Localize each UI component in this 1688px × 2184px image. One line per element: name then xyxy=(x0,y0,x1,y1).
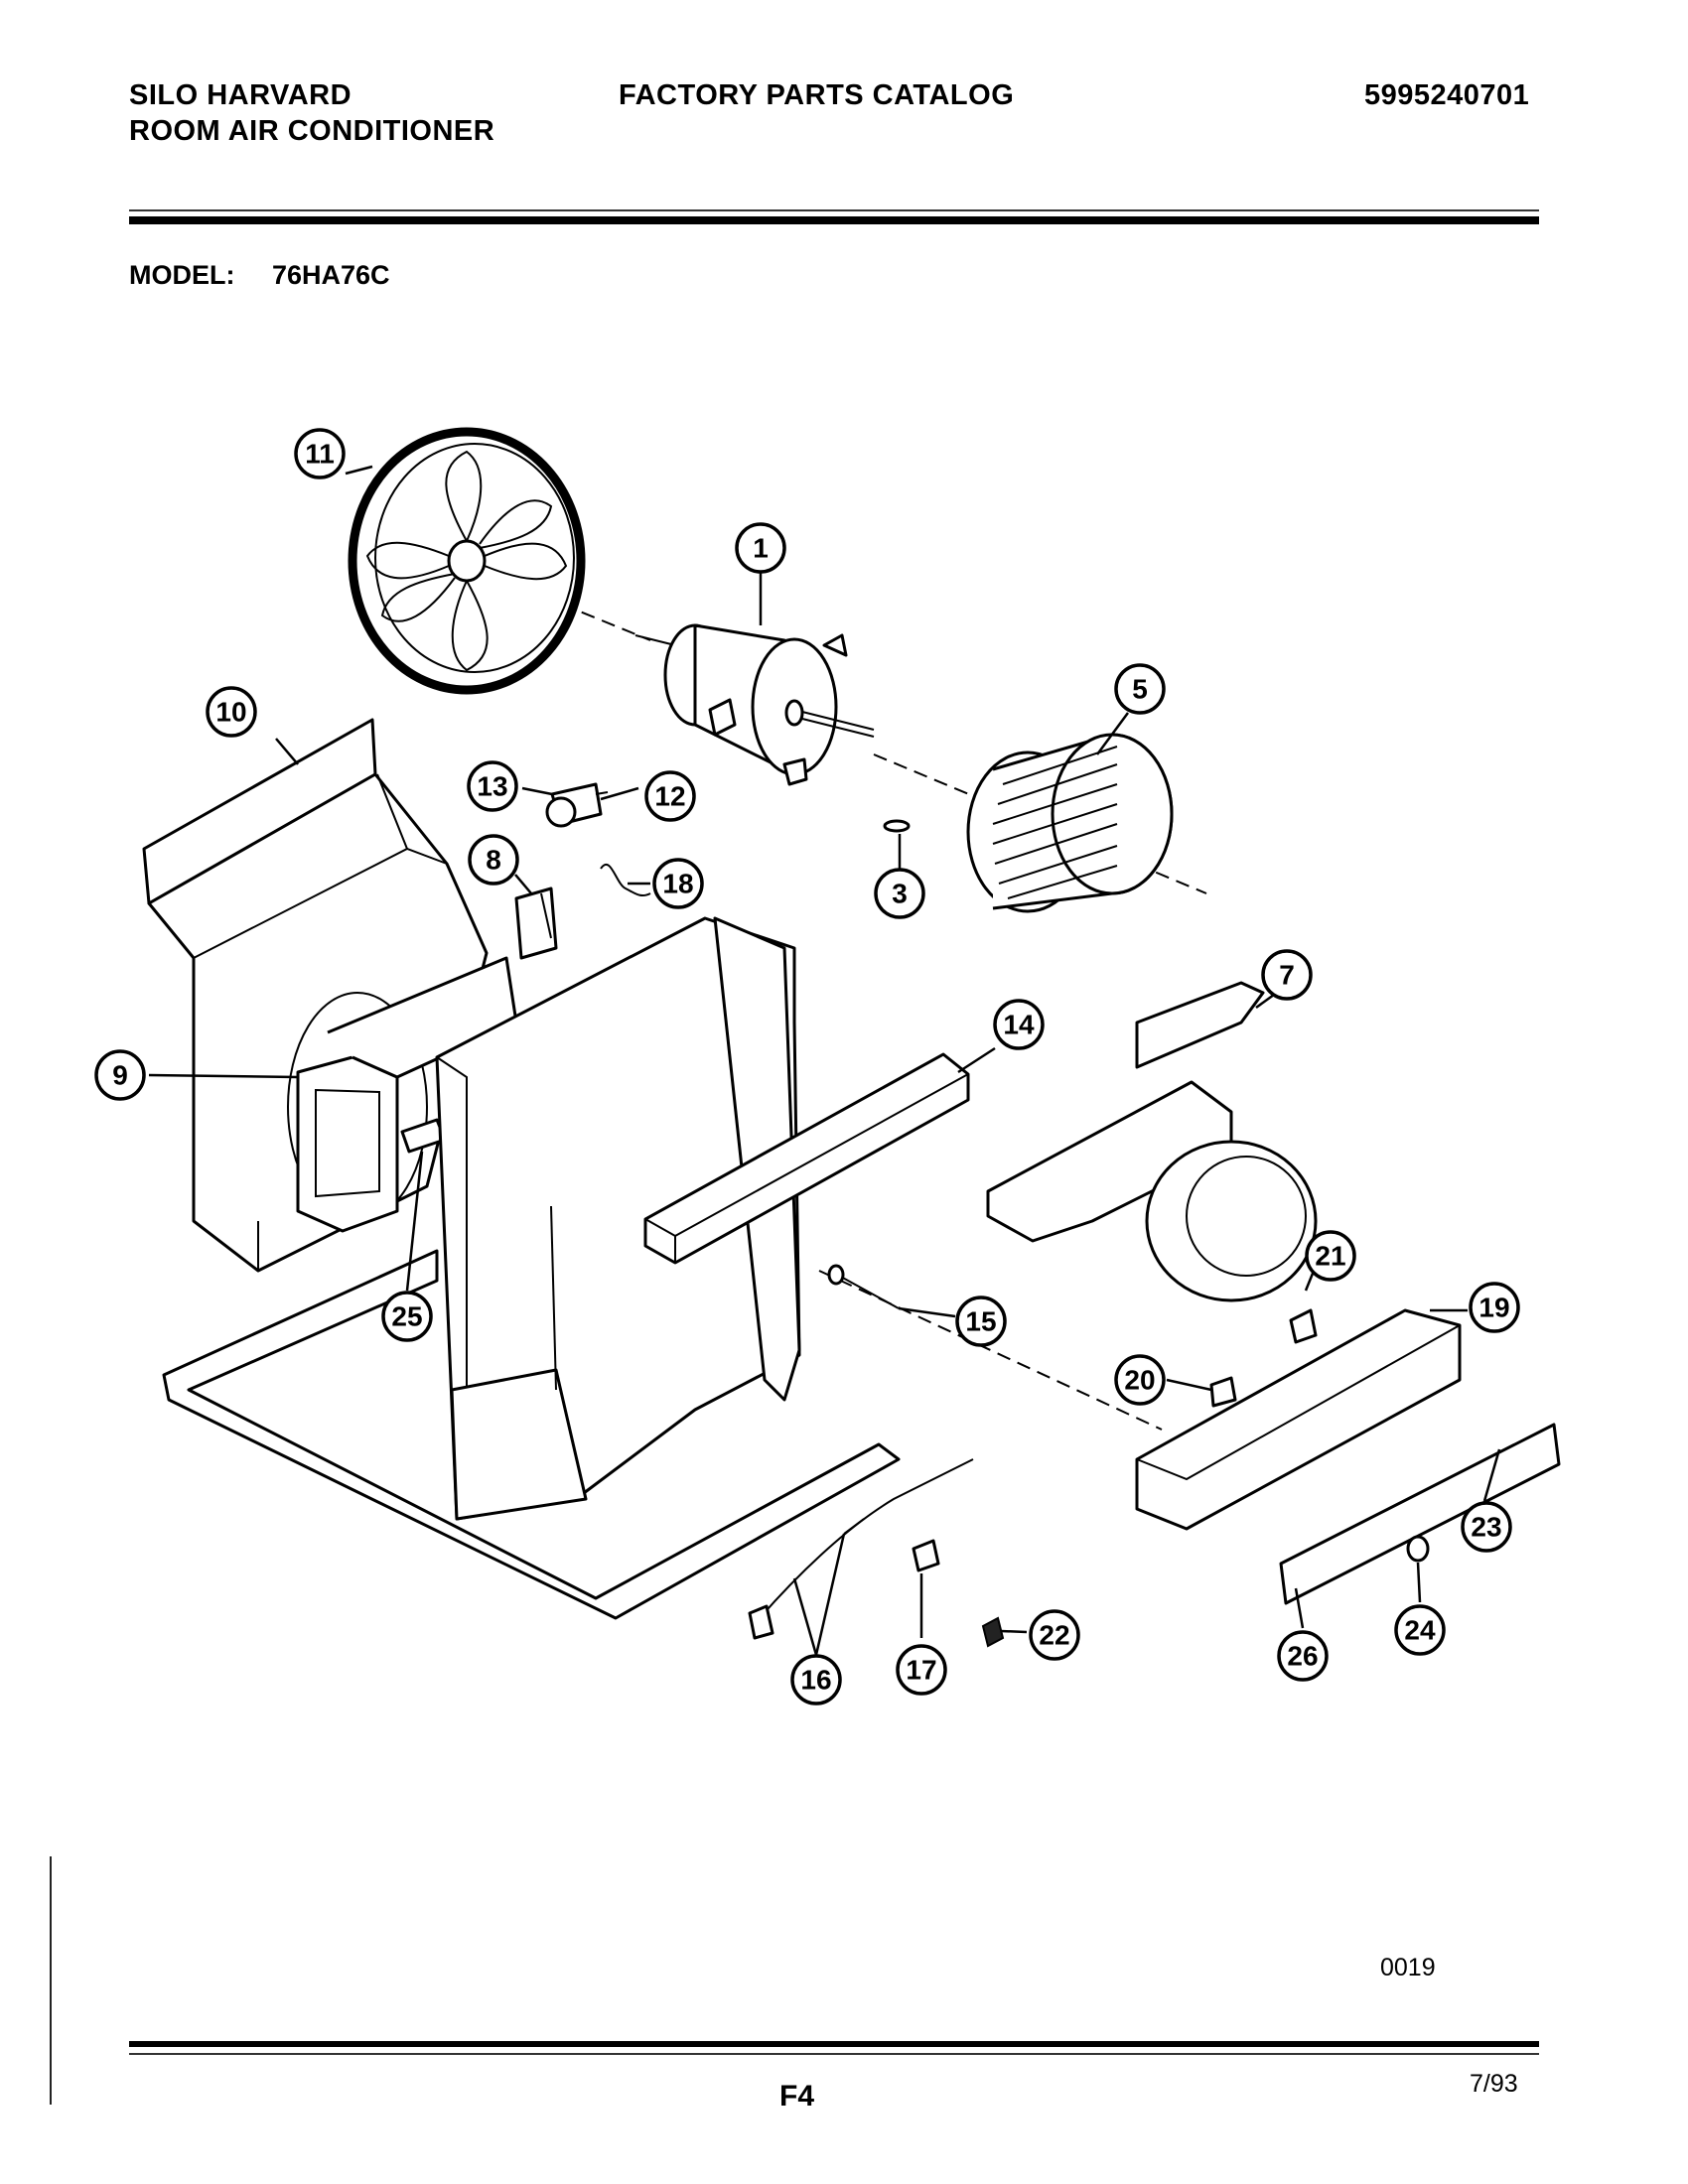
part-clip xyxy=(883,819,911,833)
callout-8: 8 xyxy=(468,834,519,886)
callout-number: 18 xyxy=(662,869,693,899)
callout-12: 12 xyxy=(644,770,696,822)
part-shroud xyxy=(142,718,489,1273)
callout-number: 15 xyxy=(965,1306,996,1337)
callout-11: 11 xyxy=(294,428,346,479)
part-base-pan xyxy=(162,1249,901,1620)
part-partition xyxy=(435,916,801,1521)
callout-23: 23 xyxy=(1461,1501,1512,1553)
callout-number: 3 xyxy=(892,879,908,909)
part-control-bracket xyxy=(1135,1308,1462,1531)
callout-20: 20 xyxy=(1114,1354,1166,1406)
callout-number: 21 xyxy=(1315,1241,1345,1272)
model-label: MODEL: xyxy=(129,260,235,290)
part-motor xyxy=(634,623,875,786)
callout-1: 1 xyxy=(735,522,786,574)
revision-date: 7/93 xyxy=(1470,2070,1518,2098)
callout-26: 26 xyxy=(1277,1630,1329,1682)
callout-19: 19 xyxy=(1469,1282,1520,1333)
callout-number: 17 xyxy=(906,1655,936,1686)
callout-number: 22 xyxy=(1039,1620,1069,1651)
brand-name: SILO HARVARD xyxy=(129,79,352,111)
callout-9: 9 xyxy=(94,1049,146,1101)
catalog-number: 5995240701 xyxy=(1364,79,1530,111)
page-number: F4 xyxy=(779,2080,815,2113)
model-number: 76HA76C xyxy=(272,260,390,290)
callout-14: 14 xyxy=(993,999,1045,1050)
callout-number: 26 xyxy=(1287,1641,1318,1672)
part-screw xyxy=(827,1264,900,1309)
header-divider xyxy=(129,216,1539,224)
catalog-title: FACTORY PARTS CATALOG xyxy=(619,79,1015,111)
callout-24: 24 xyxy=(1394,1604,1446,1656)
callout-number: 16 xyxy=(800,1665,831,1696)
part-bracket xyxy=(514,887,558,960)
part-blower-wheel xyxy=(966,733,1174,913)
part-wire-clip xyxy=(600,864,651,897)
callout-21: 21 xyxy=(1305,1230,1356,1282)
part-control-plate xyxy=(1279,1423,1561,1605)
callout-18: 18 xyxy=(652,858,704,909)
callout-number: 19 xyxy=(1478,1293,1509,1323)
drawing-code: 0019 xyxy=(1380,1954,1436,1981)
part-drain-tray xyxy=(643,1052,970,1265)
callout-number: 8 xyxy=(486,845,501,876)
callout-number: 11 xyxy=(305,439,335,470)
part-power-cord xyxy=(748,1458,974,1640)
model-row: MODEL: 76HA76C xyxy=(129,260,390,291)
callout-17: 17 xyxy=(896,1644,947,1696)
header-divider-thin xyxy=(129,209,1539,211)
part-fan-wheel xyxy=(348,427,586,695)
footer-divider-thin xyxy=(129,2053,1539,2055)
callout-number: 5 xyxy=(1132,674,1148,705)
callout-number: 7 xyxy=(1279,960,1295,991)
callout-number: 10 xyxy=(215,697,246,728)
callout-number: 20 xyxy=(1124,1365,1155,1396)
part-strain-relief xyxy=(912,1539,940,1572)
part-knob xyxy=(1406,1535,1430,1563)
part-scroll-housing xyxy=(986,981,1318,1302)
callout-10: 10 xyxy=(206,686,257,738)
product-name: ROOM AIR CONDITIONER xyxy=(129,115,495,147)
callout-7: 7 xyxy=(1261,949,1313,1001)
callout-number: 13 xyxy=(477,771,507,802)
callout-number: 23 xyxy=(1471,1512,1501,1543)
callout-5: 5 xyxy=(1114,663,1166,715)
margin-mark xyxy=(50,1856,52,2105)
callout-22: 22 xyxy=(1029,1609,1080,1661)
part-grommet xyxy=(981,1616,1005,1648)
callout-3: 3 xyxy=(874,868,925,919)
callout-13: 13 xyxy=(467,760,518,812)
part-capacitor xyxy=(545,782,609,828)
callout-number: 1 xyxy=(753,533,769,564)
callout-number: 12 xyxy=(654,781,685,812)
callout-25: 25 xyxy=(381,1291,433,1342)
callout-number: 24 xyxy=(1404,1615,1436,1646)
footer-divider xyxy=(129,2041,1539,2047)
callout-number: 14 xyxy=(1003,1010,1035,1040)
callout-number: 25 xyxy=(391,1301,422,1332)
callout-number: 9 xyxy=(112,1060,128,1091)
callout-15: 15 xyxy=(955,1296,1007,1347)
callout-16: 16 xyxy=(790,1654,842,1706)
